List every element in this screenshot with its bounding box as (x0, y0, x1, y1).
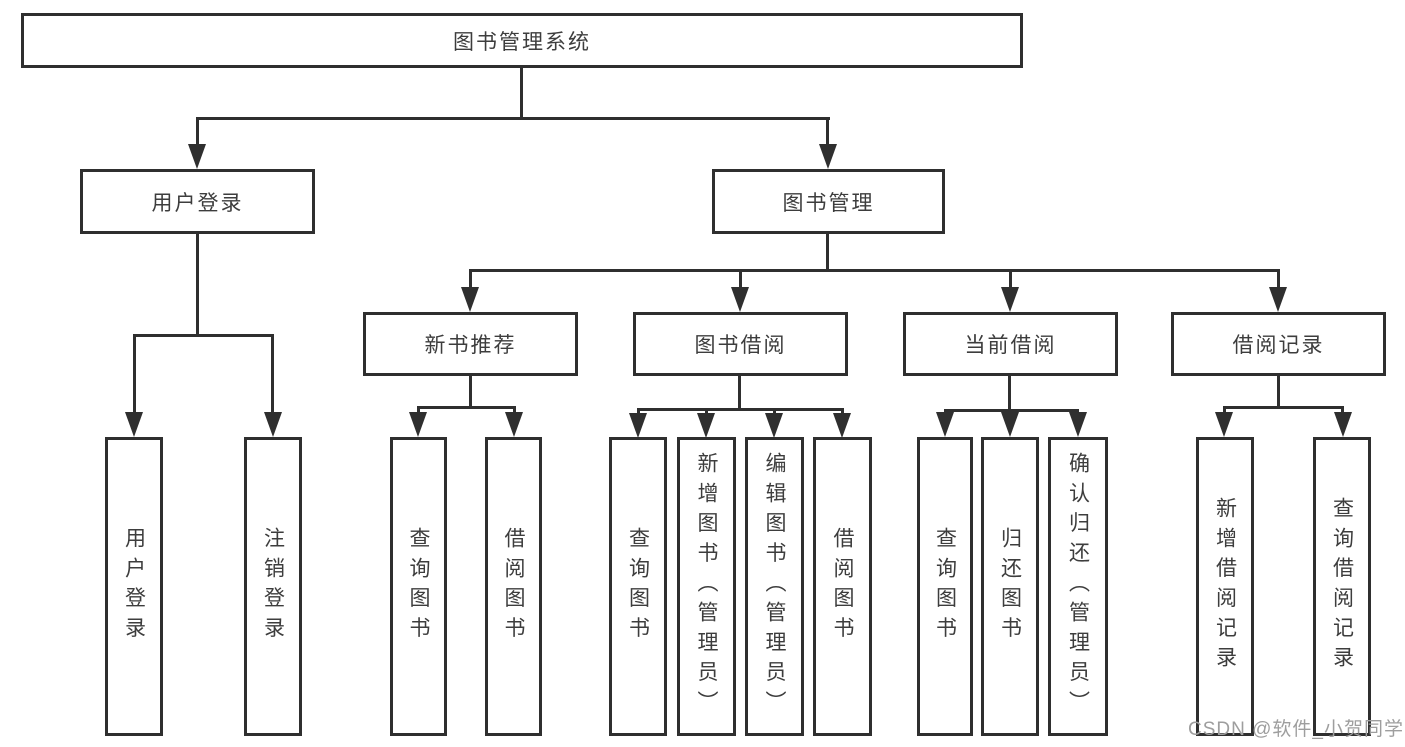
arrow-user-login (188, 144, 206, 169)
connector-drop-l3b (739, 269, 742, 291)
arrow-b2 (505, 412, 523, 437)
arrow-c1 (629, 413, 647, 438)
connector-drop-user-login (196, 117, 199, 149)
leaf-borrow-book-1: 借阅图书 (485, 437, 542, 736)
connector-root-hline (196, 117, 830, 120)
arrow-b1 (409, 412, 427, 437)
connector-userlogin-hline (133, 334, 274, 337)
leaf-borrow-book-2: 借阅图书 (813, 437, 872, 736)
connector-drop-l3d (1277, 269, 1280, 291)
node-user-login: 用户登录 (80, 169, 315, 234)
arrow-c3 (765, 413, 783, 438)
csdn-watermark: CSDN @软件_小贺同学 (1188, 719, 1404, 740)
node-root: 图书管理系统 (21, 13, 1023, 68)
node-current-borrow: 当前借阅 (903, 312, 1118, 376)
connector-borrowhistory-stem (1277, 376, 1280, 409)
node-new-book-recommend: 新书推荐 (363, 312, 578, 376)
leaf-return-book: 归还图书 (981, 437, 1039, 736)
arrow-e1 (1215, 412, 1233, 437)
leaf-query-borrow-record: 查询借阅记录 (1313, 437, 1371, 736)
connector-drop-a2 (271, 334, 274, 416)
arrow-e2 (1334, 412, 1352, 437)
connector-drop-l3c (1009, 269, 1012, 291)
connector-userlogin-stem (196, 234, 199, 337)
node-book-management: 图书管理 (712, 169, 945, 234)
connector-drop-a1 (133, 334, 136, 416)
arrow-d2 (1001, 412, 1019, 437)
arrow-l3b (731, 287, 749, 312)
connector-currentborrow-hline (944, 409, 1079, 412)
connector-borrowhistory-hline (1223, 406, 1344, 409)
connector-drop-book-mgmt (826, 117, 829, 149)
connector-bookborrow-stem (738, 376, 741, 410)
leaf-edit-book-admin: 编辑图书（管理员） (745, 437, 804, 736)
connector-level3-hline (469, 269, 1279, 272)
connector-newbook-stem (469, 376, 472, 409)
leaf-add-borrow-record: 新增借阅记录 (1196, 437, 1254, 736)
arrow-a2 (264, 412, 282, 437)
arrow-book-mgmt (819, 144, 837, 169)
node-borrow-history: 借阅记录 (1171, 312, 1386, 376)
node-book-borrow: 图书借阅 (633, 312, 848, 376)
arrow-l3c (1001, 287, 1019, 312)
arrow-l3a (461, 287, 479, 312)
arrow-c4 (833, 413, 851, 438)
arrow-c2 (697, 413, 715, 438)
arrow-d1 (936, 412, 954, 437)
connector-drop-l3a (469, 269, 472, 291)
connector-bookborrow-hline (637, 408, 844, 411)
arrow-d3 (1069, 412, 1087, 437)
arrow-l3d (1269, 287, 1287, 312)
leaf-add-book-admin: 新增图书（管理员） (677, 437, 736, 736)
arrow-a1 (125, 412, 143, 437)
connector-root-stem (520, 66, 523, 120)
leaf-query-book-2: 查询图书 (609, 437, 667, 736)
leaf-query-book-3: 查询图书 (917, 437, 973, 736)
connector-bookmgmt-stem (826, 234, 829, 272)
leaf-confirm-return-admin: 确认归还（管理员） (1048, 437, 1108, 736)
leaf-user-login: 用户登录 (105, 437, 163, 736)
connector-currentborrow-stem (1008, 376, 1011, 411)
connector-newbook-hline (417, 406, 516, 409)
leaf-logout: 注销登录 (244, 437, 302, 736)
leaf-query-book-1: 查询图书 (390, 437, 447, 736)
